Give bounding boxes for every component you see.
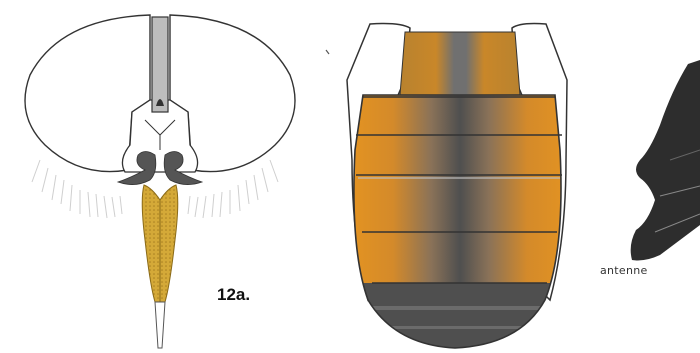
stray-mark bbox=[326, 50, 329, 54]
abdomen-segment-1 bbox=[400, 32, 520, 95]
proboscis-tip bbox=[155, 302, 165, 348]
antenna-segment bbox=[631, 60, 700, 260]
abdomen-dorsal-view bbox=[326, 24, 580, 353]
abdomen-dark-tip bbox=[340, 283, 580, 353]
antenna-label: antenne bbox=[600, 264, 648, 277]
figure-label: 12a. bbox=[217, 285, 250, 305]
head-front-view bbox=[25, 15, 295, 348]
frons-stripe bbox=[152, 17, 168, 112]
